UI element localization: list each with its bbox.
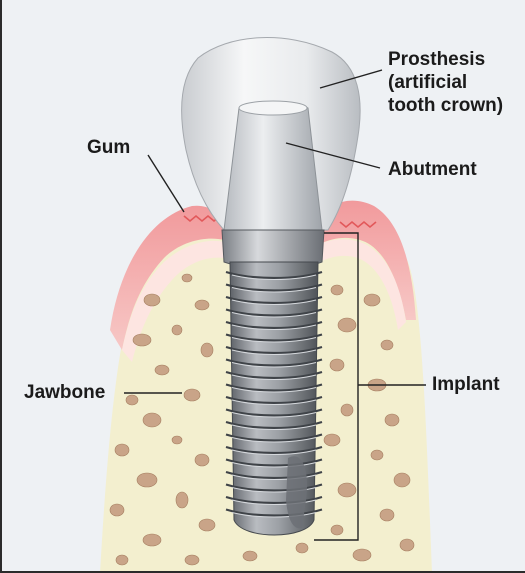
abutment-label: Abutment bbox=[388, 158, 477, 181]
prosthesis-label: Prosthesis (artificial tooth crown) bbox=[388, 48, 503, 117]
prosthesis-label-line1: Prosthesis bbox=[388, 48, 503, 71]
prosthesis-label-line3: tooth crown) bbox=[388, 94, 503, 117]
gum-label: Gum bbox=[87, 136, 130, 159]
prosthesis-label-line2: (artificial bbox=[388, 71, 503, 94]
jawbone-label: Jawbone bbox=[24, 381, 105, 404]
implant-label: Implant bbox=[432, 373, 500, 396]
abutment-illustration bbox=[224, 102, 322, 230]
